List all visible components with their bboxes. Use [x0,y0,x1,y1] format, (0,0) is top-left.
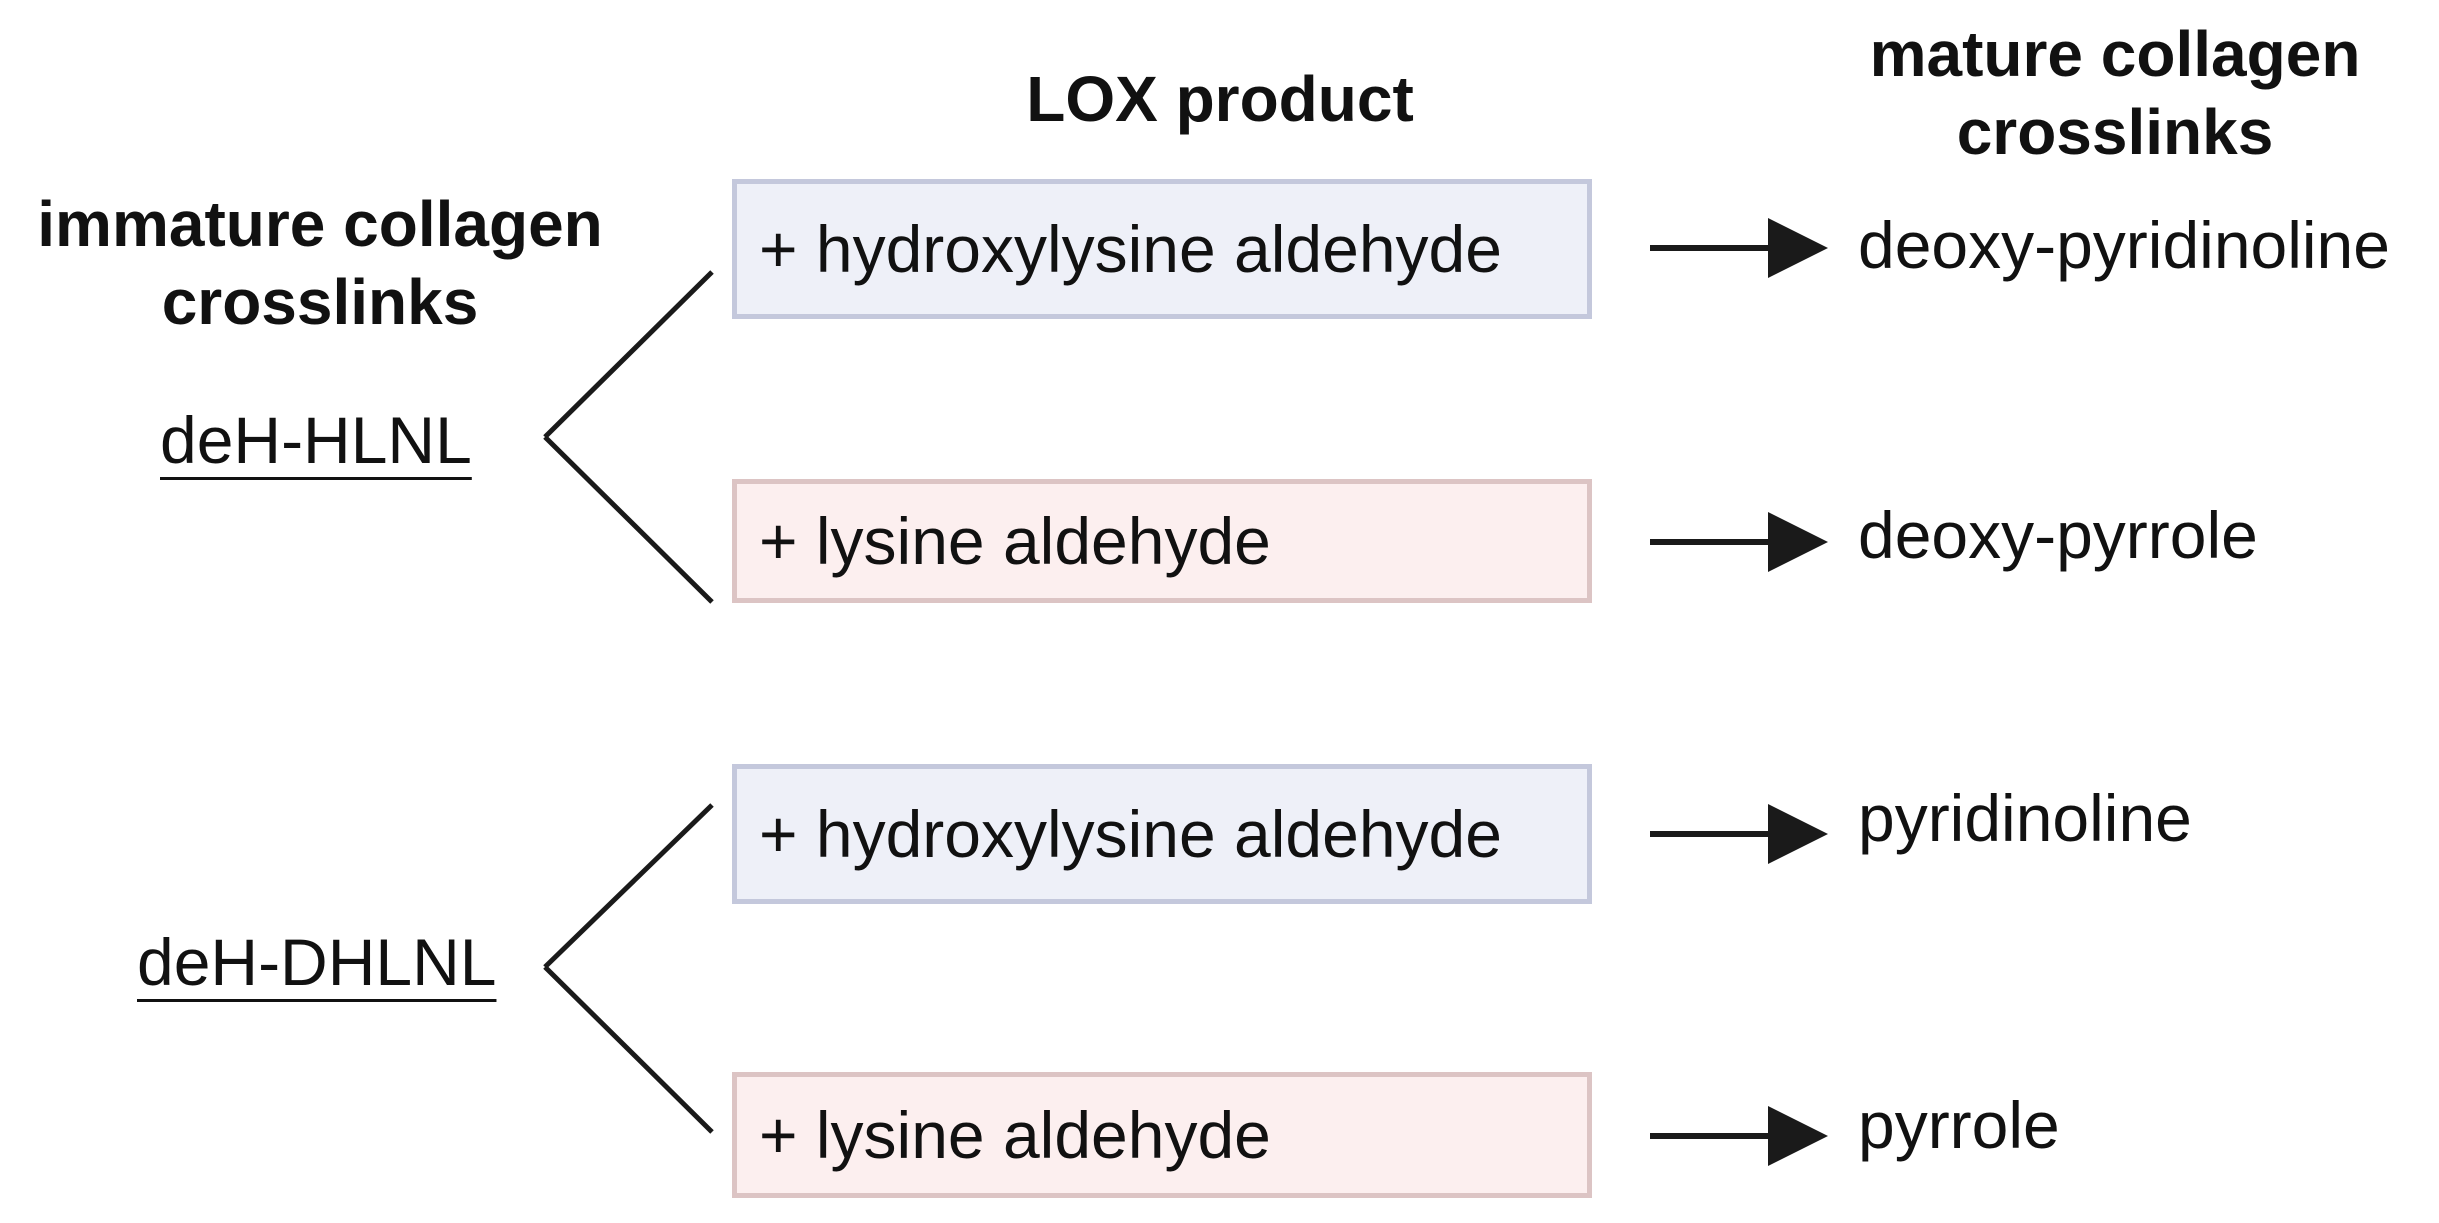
header-mature-crosslinks: mature collagen crosslinks [1800,15,2430,171]
header-lox-product: LOX product [870,60,1570,138]
mature-crosslink-label: deoxy-pyridinoline [1858,208,2390,282]
branch-line-upper [543,803,714,969]
branch-line-lower [543,965,714,1134]
lox-box-lysine: + lysine aldehyde [732,1072,1592,1198]
header-mature-line1: mature collagen [1869,18,2361,90]
lox-box-hydroxylysine: + hydroxylysine aldehyde [732,179,1592,319]
header-immature-line1: immature collagen [37,188,603,260]
lox-product-label: + hydroxylysine aldehyde [759,797,1502,871]
header-immature-crosslinks: immature collagen crosslinks [0,185,640,341]
mature-crosslink-label: deoxy-pyrrole [1858,498,2258,572]
header-immature-line2: crosslinks [161,266,479,338]
lox-product-label: + lysine aldehyde [759,504,1271,578]
lox-product-label: + lysine aldehyde [759,1098,1271,1172]
mature-crosslink-label: pyrrole [1858,1088,2060,1162]
lox-box-hydroxylysine: + hydroxylysine aldehyde [732,764,1592,904]
branch-line-upper [543,270,714,439]
lox-product-label: + hydroxylysine aldehyde [759,212,1502,286]
mature-crosslink-label: pyridinoline [1858,781,2192,855]
lox-box-lysine: + lysine aldehyde [732,479,1592,603]
header-mature-line2: crosslinks [1956,96,2274,168]
header-lox-label: LOX product [1026,63,1414,135]
source-crosslink-dehdhlnl: deH-DHLNL [137,925,497,999]
branch-line-lower [543,435,714,604]
source-crosslink-dehhlnl: deH-HLNL [160,403,472,477]
